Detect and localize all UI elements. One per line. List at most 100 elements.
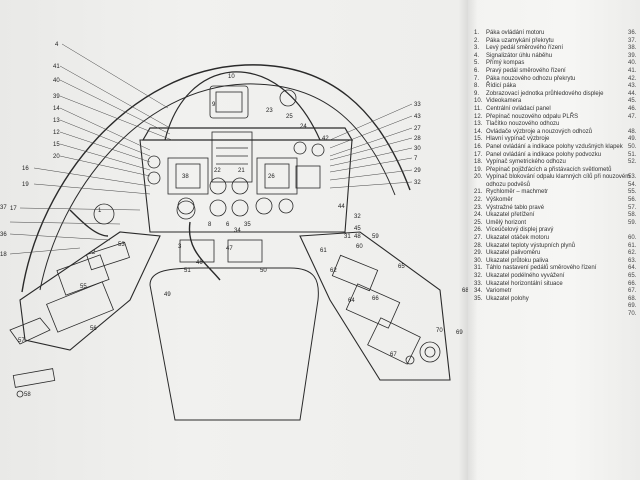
next-page-number: 65. xyxy=(628,273,637,279)
next-page-number: 55. xyxy=(628,189,637,196)
legend-item-number: 12. xyxy=(474,113,483,120)
legend-item-text: Panel ovládání a indikace polohy vzdušný… xyxy=(486,143,623,150)
svg-text:55: 55 xyxy=(80,284,87,290)
next-page-number: 36. xyxy=(628,30,637,36)
svg-text:21: 21 xyxy=(238,168,245,174)
legend-item: 29.Ukazatel palivoměru xyxy=(474,250,632,258)
legend-item-text: Páka nouzového odhozu překrytu xyxy=(486,75,576,82)
glare-shield xyxy=(141,127,354,141)
svg-text:56: 56 xyxy=(90,326,97,332)
svg-text:29: 29 xyxy=(414,168,421,174)
svg-text:42: 42 xyxy=(322,136,329,142)
svg-text:26: 26 xyxy=(268,174,275,180)
legend-item-text: Ukazatel teploty výstupních plynů xyxy=(486,242,576,249)
legend-item: 35.Ukazatel polohy xyxy=(474,296,632,304)
next-page-number: 46. xyxy=(628,105,637,112)
book-gutter xyxy=(458,0,478,480)
next-page-number xyxy=(628,121,640,129)
next-page-number: 70. xyxy=(628,310,637,317)
legend-item-text: Přepínač nouzového odpalu PLŘS xyxy=(486,113,579,120)
legend-item: 20.Vypínač blokování odpalu klamných cíl… xyxy=(474,174,632,189)
legend-item: 23.Výstražné tablo pravé xyxy=(474,205,632,213)
svg-text:50: 50 xyxy=(260,268,267,274)
svg-text:6: 6 xyxy=(226,222,230,228)
svg-text:35: 35 xyxy=(244,222,251,228)
next-page-number: 49. xyxy=(628,136,637,143)
canopy-inner-arc xyxy=(39,83,396,291)
legend-item: 21.Rychloměr – machmetr xyxy=(474,189,632,197)
right-page xyxy=(468,0,640,480)
svg-text:20: 20 xyxy=(53,154,60,160)
svg-text:47: 47 xyxy=(226,246,233,252)
legend-item-number: 18. xyxy=(474,159,483,166)
next-page-numbers: 36.37.38.39.40.41.42.43.44.45.46.47. 48.… xyxy=(628,30,640,319)
svg-text:7: 7 xyxy=(414,156,418,162)
legend-item-text: Ukazatel průtoku paliva xyxy=(486,257,549,264)
next-page-number: 43. xyxy=(628,83,637,90)
legend-item-text: Panel ovládání a indikace polohy podvozk… xyxy=(486,151,602,158)
svg-text:27: 27 xyxy=(414,126,421,132)
legend-item-text: Videokamera xyxy=(486,98,522,105)
svg-text:41: 41 xyxy=(53,64,60,70)
legend-item-number: 15. xyxy=(474,136,483,143)
next-page-number: 66. xyxy=(628,280,637,287)
legend-item-number: 6. xyxy=(474,67,480,74)
legend-item-text: Víceúčelový displej pravý xyxy=(486,227,554,234)
legend-item-number: 11. xyxy=(474,105,482,112)
svg-text:23: 23 xyxy=(266,108,273,114)
svg-text:4: 4 xyxy=(55,42,59,48)
svg-text:32: 32 xyxy=(354,214,361,220)
svg-text:16: 16 xyxy=(22,166,29,172)
next-page-number: 39. xyxy=(628,52,637,59)
svg-text:31: 31 xyxy=(344,234,351,240)
svg-text:39: 39 xyxy=(53,94,60,100)
legend-item-text: Variometr xyxy=(486,288,512,295)
left-console xyxy=(19,231,161,351)
svg-text:68: 68 xyxy=(462,288,468,294)
svg-text:45: 45 xyxy=(354,226,361,232)
legend-item-text: Přepínač pojižďácích a přistávacích svět… xyxy=(486,166,612,173)
callout-labels xyxy=(9,43,413,255)
next-page-number: 37. xyxy=(628,37,637,44)
legend-item: 15.Hlavní vypínač výzbroje xyxy=(474,136,632,144)
legend-item-number: 20. xyxy=(474,174,483,181)
svg-text:36: 36 xyxy=(0,232,7,238)
svg-text:19: 19 xyxy=(22,182,29,188)
legend-item-number: 1. xyxy=(474,30,480,36)
legend-item-text: Signalizátor úhlu náběhu xyxy=(486,52,553,59)
legend-item: 13.Tlačítko nouzového odhozu xyxy=(474,121,632,129)
next-page-number: 42. xyxy=(628,75,637,82)
legend-item-text: Páka ovládání motoru xyxy=(486,30,545,36)
legend-item-number: 23. xyxy=(474,204,483,211)
svg-text:9: 9 xyxy=(212,102,216,108)
legend-item: 27.Ukazatel otáček motoru xyxy=(474,235,632,243)
svg-text:61: 61 xyxy=(320,248,327,254)
throttle-lever xyxy=(69,209,109,237)
legend-item-text: Ukazatel palivoměru xyxy=(486,250,541,257)
svg-text:22: 22 xyxy=(214,168,221,174)
next-page-number: 44. xyxy=(628,90,637,97)
svg-text:37: 37 xyxy=(0,205,7,211)
legend-item-number: 9. xyxy=(474,90,480,97)
svg-text:59: 59 xyxy=(372,234,379,240)
legend-item: 1. Páka ovládání motoru xyxy=(474,30,632,38)
legend-item-text: Centrální ovládací panel xyxy=(486,105,551,112)
legend-item-number: 32. xyxy=(474,273,483,279)
svg-text:62: 62 xyxy=(330,268,337,274)
legend-item-number: 2. xyxy=(474,37,480,44)
svg-text:57: 57 xyxy=(18,338,25,344)
svg-text:14: 14 xyxy=(53,106,60,112)
legend-item-text: Výstražné tablo pravé xyxy=(486,204,545,211)
legend-item: 8.Řídicí páka xyxy=(474,83,632,91)
next-page-number: 41. xyxy=(628,67,637,74)
svg-text:60: 60 xyxy=(356,244,363,250)
next-page-number: 56. xyxy=(628,197,637,204)
next-page-number: 58. xyxy=(628,212,637,219)
next-page-number xyxy=(628,227,640,235)
legend-item: 19.Přepínač pojižďácích a přistávacích s… xyxy=(474,167,632,175)
legend-item: 12.Přepínač nouzového odpalu PLŘS xyxy=(474,114,632,122)
legend-item: 28.Ukazatel teploty výstupních plynů xyxy=(474,243,632,251)
